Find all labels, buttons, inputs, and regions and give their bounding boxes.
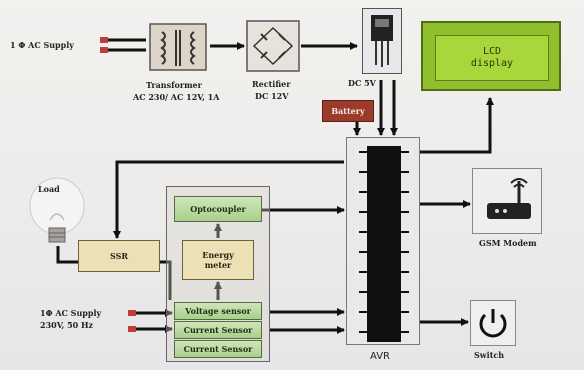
lcd-line-1: LCD xyxy=(482,46,502,57)
ac-supply-bottom-rating: 230V, 50 Hz xyxy=(40,320,94,330)
transformer-label: Transformer xyxy=(146,80,202,90)
optocoupler-block: Optocoupler xyxy=(174,196,262,222)
bulb-icon xyxy=(28,176,86,248)
wire-load-ssr xyxy=(56,246,78,264)
ssr-block: SSR xyxy=(78,240,160,272)
lcd-line-2: display xyxy=(470,58,514,69)
load-label: Load xyxy=(38,184,60,194)
rectifier-label: Rectifier xyxy=(252,79,291,89)
gsm-label: GSM Modem xyxy=(479,238,537,248)
lcd-screen: LCD display xyxy=(435,35,549,81)
energy-meter-line-1: Energy xyxy=(202,250,234,260)
regulator-icon xyxy=(362,8,402,74)
lcd-display: LCD display xyxy=(421,21,561,91)
avr-label: AVR xyxy=(370,351,390,362)
wire-ssr-sensors xyxy=(160,260,172,300)
rectifier-icon xyxy=(246,20,300,72)
rectifier-rating: DC 12V xyxy=(255,91,289,101)
energy-meter-block: Energy meter xyxy=(182,240,254,280)
switch-label: Switch xyxy=(474,350,505,360)
dc5v-label: DC 5V xyxy=(348,78,376,88)
arrow-avr-ssr xyxy=(113,160,344,239)
avr-board xyxy=(346,137,420,345)
power-switch-icon xyxy=(470,300,516,346)
battery-block: Battery xyxy=(322,100,374,122)
current-sensor-block-2: Current Sensor xyxy=(174,340,262,358)
transformer-icon xyxy=(148,22,208,72)
ac-supply-label: 1 Φ AC Supply xyxy=(10,40,74,50)
voltage-sensor-block: Voltage sensor xyxy=(174,302,262,320)
ac-supply-bottom-label: 1Φ AC Supply xyxy=(40,308,102,318)
gsm-modem-icon xyxy=(472,168,542,234)
current-sensor-block-1: Current Sensor xyxy=(174,321,262,339)
transformer-rating: AC 230/ AC 12V, 1A xyxy=(133,92,220,102)
energy-meter-line-2: meter xyxy=(204,260,232,270)
arrow-avr-lcd xyxy=(420,97,494,154)
